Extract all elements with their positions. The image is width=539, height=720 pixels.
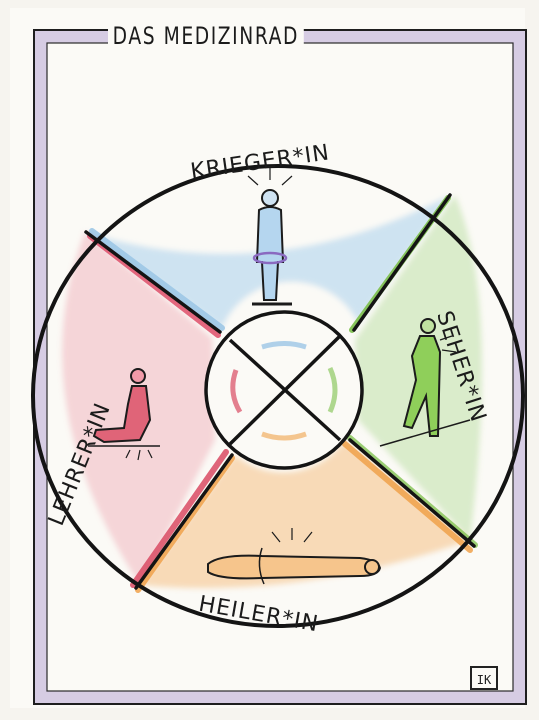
artist-signature: IK xyxy=(470,666,498,690)
inner-circle xyxy=(206,312,362,468)
poster-title: DAS MEDIZINRAD xyxy=(108,22,304,50)
